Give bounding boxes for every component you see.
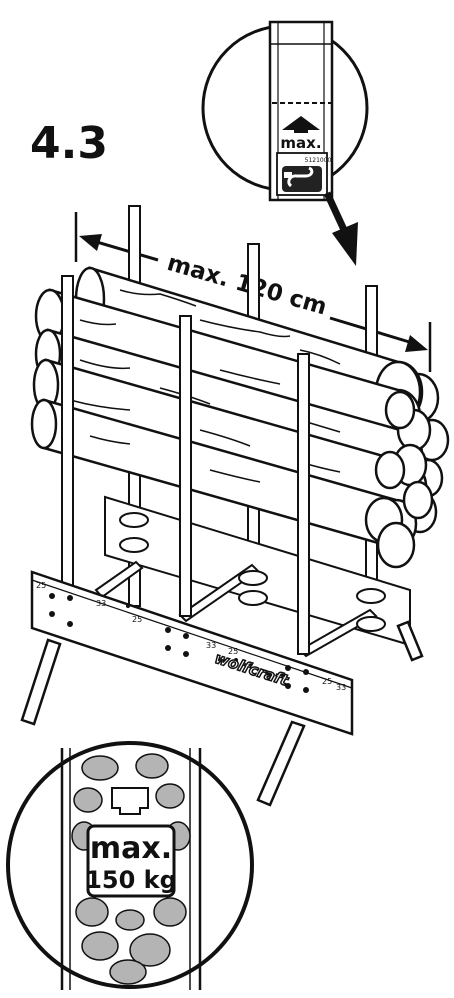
bottom-detail-callout: max. 150 kg [6,741,254,990]
log-rack: 25 33 25 33 25 25 33 wolfcraft [20,205,450,807]
callout-pointer-arrow [323,191,358,266]
step-number: 4.3 [30,118,108,169]
scale-mark: 33 [336,683,346,692]
dimension-arrow-left-icon [79,234,102,251]
stones [71,753,191,985]
scale-mark: 25 [322,677,332,686]
scale-mark: 33 [96,599,106,608]
scale-mark: 25 [36,581,46,590]
log-stack [30,266,450,569]
top-max-label: max. [280,134,321,152]
front-rail [30,570,354,736]
dimension-arrow-right-icon [405,335,428,352]
pole-clamps [119,512,386,632]
top-detail-callout: max. 5121000 [201,20,369,202]
scale-mark: 25 [132,615,142,624]
rail-scale-marks: 25 33 25 33 25 25 33 [36,581,346,692]
scale-mark: 33 [206,641,216,650]
weight-label-line1: max. [90,831,172,866]
weight-label-line2: 150 kg [85,866,177,894]
max-up-arrow-icon [282,116,320,130]
scale-mark: 25 [228,647,238,656]
rack-legs [20,620,424,807]
top-part-number: 5121000 [305,157,332,164]
